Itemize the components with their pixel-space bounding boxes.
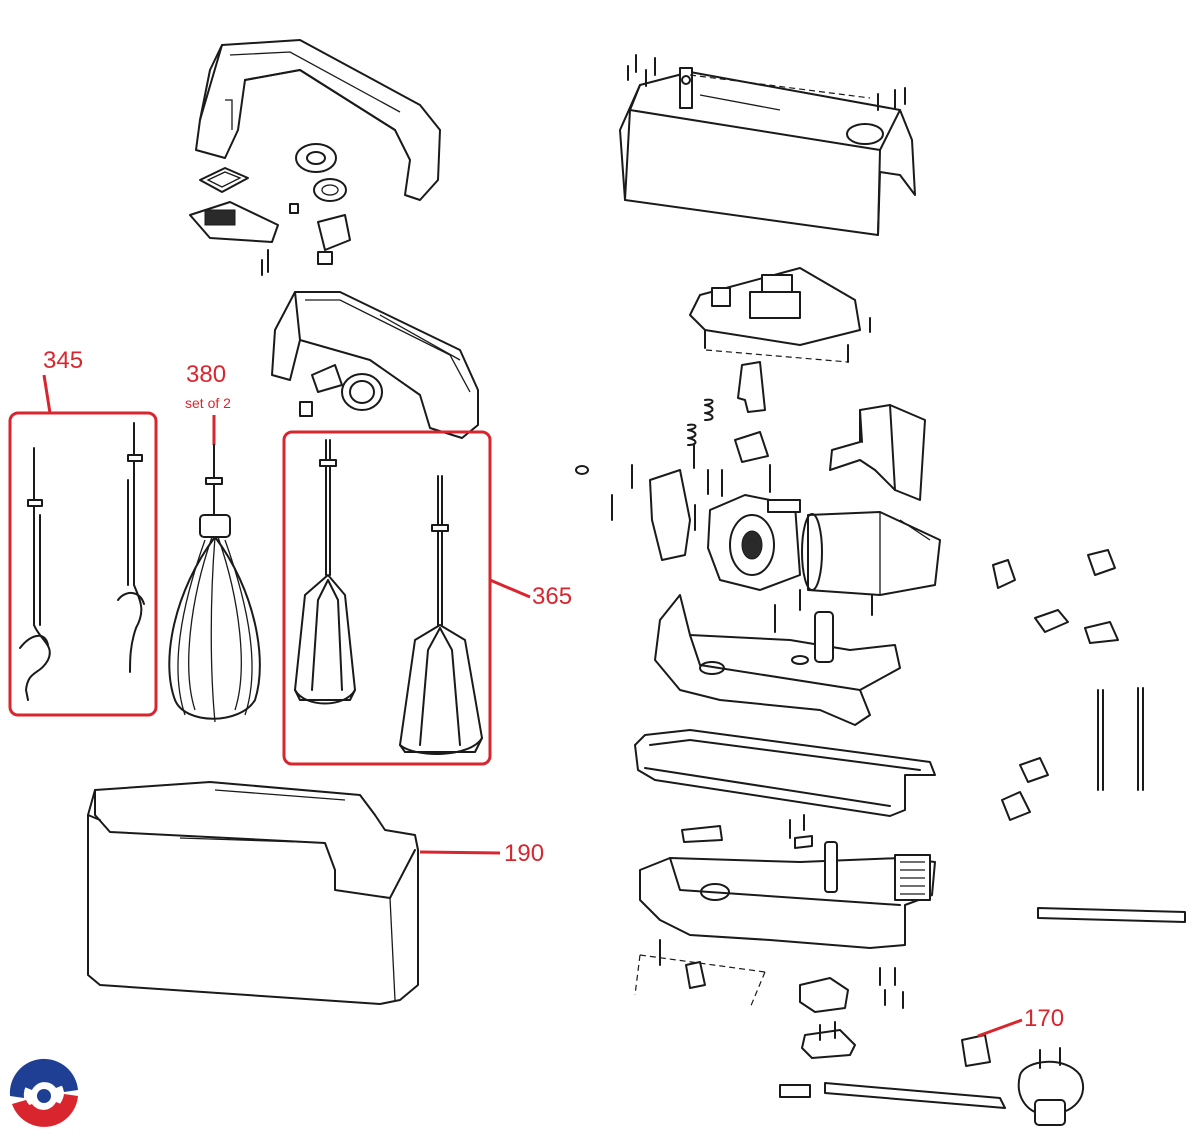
top-housing [619, 54, 916, 236]
leader-170 [977, 1018, 1023, 1038]
handle-top-cover [195, 39, 441, 201]
callout-label-380: 380 [186, 361, 226, 388]
gasket-band [634, 729, 936, 817]
top-screws [627, 54, 906, 111]
power-cord [779, 1034, 1085, 1126]
leader-190 [419, 850, 501, 855]
leader-365 [489, 578, 531, 599]
storage-case [87, 781, 419, 1005]
handle-small-parts [189, 143, 351, 276]
callout-label-170: 170 [1024, 1005, 1064, 1032]
callout-label-190: 190 [504, 840, 544, 867]
bottom-parts [634, 939, 904, 1059]
base-housing [639, 814, 936, 949]
callout-label-345: 345 [43, 347, 83, 374]
beaters [294, 439, 483, 755]
switch-mechanism [687, 361, 769, 469]
motor-bracket [829, 404, 926, 501]
callout-note-380: set of 2 [185, 395, 231, 411]
motor-assembly [575, 464, 941, 633]
control-board [689, 267, 871, 363]
right-small-parts [992, 549, 1186, 923]
handle-lower-housing [271, 291, 479, 439]
callout-box-365 [282, 430, 492, 766]
swirl-logo-icon [4, 1056, 84, 1136]
dough-hooks [19, 422, 145, 701]
upper-body-shell [654, 594, 901, 726]
balloon-whisk [168, 444, 261, 723]
callout-label-365: 365 [532, 583, 572, 610]
leader-345 [42, 374, 52, 414]
callout-box-345 [8, 411, 158, 717]
